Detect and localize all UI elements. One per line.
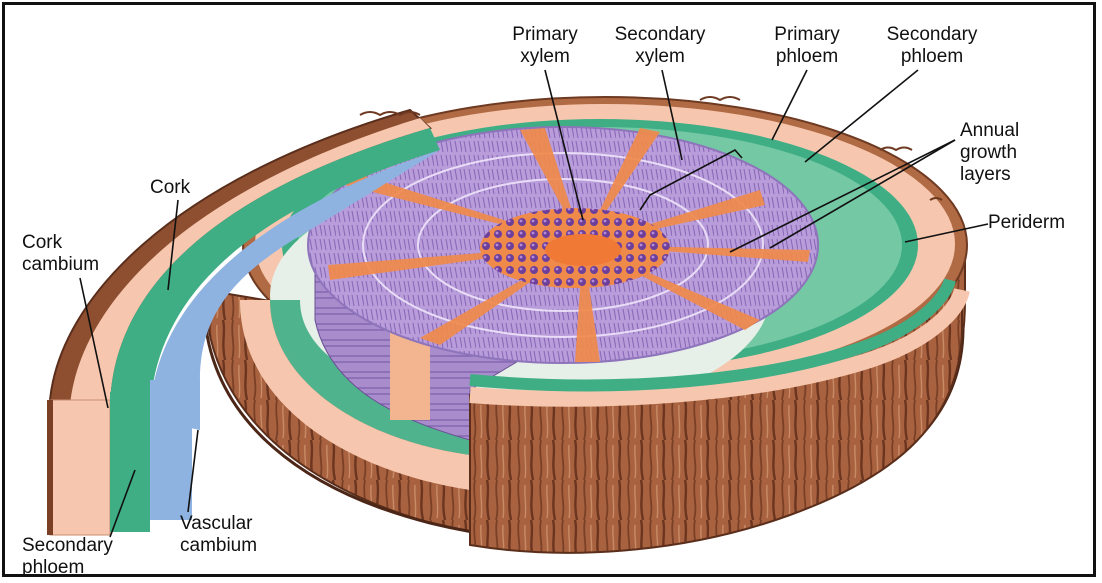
peeled-face-green — [110, 392, 150, 532]
pith-center — [545, 234, 621, 266]
label-periderm: Periderm — [988, 212, 1065, 234]
label-cork: Cork — [150, 177, 190, 199]
peeled-face-peach — [50, 400, 110, 535]
peeled-face-blue — [150, 380, 192, 520]
